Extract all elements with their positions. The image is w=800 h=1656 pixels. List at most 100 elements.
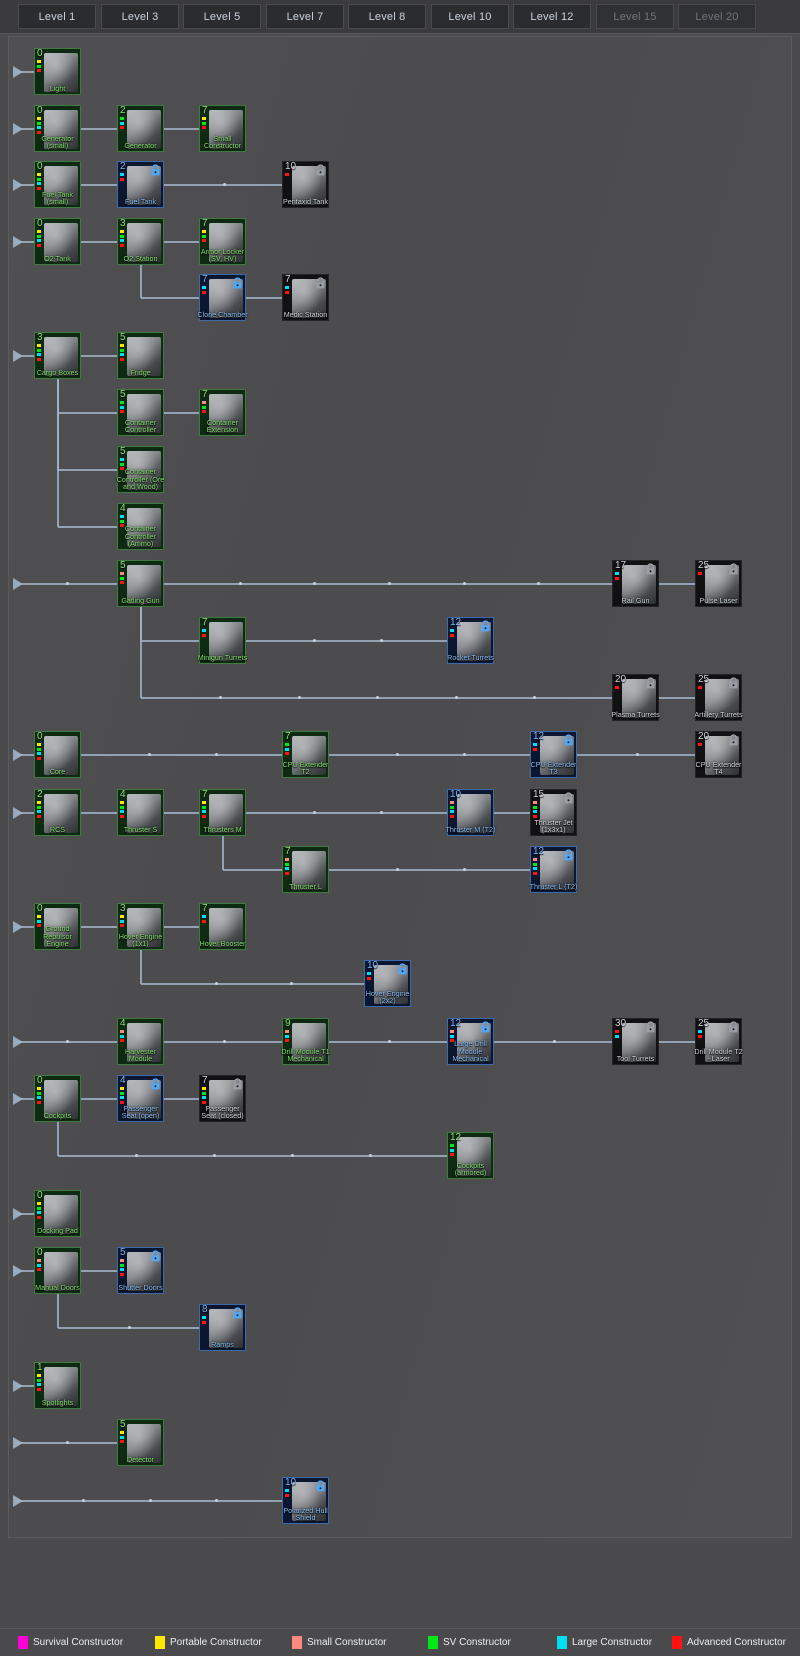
lock-icon (151, 1078, 160, 1090)
level-tab-level-12[interactable]: Level 12 (513, 4, 591, 29)
connector-node-dot (215, 1498, 219, 1502)
tech-node-icon (292, 851, 326, 890)
constructor-dots (533, 858, 537, 876)
legend-label: Large Constructor (572, 1637, 653, 1648)
unlock-cost: 4 (120, 1075, 126, 1086)
lock-icon (729, 677, 738, 689)
connector-line (81, 127, 117, 130)
connector-node-dot (128, 1325, 132, 1329)
level-tab-level-15[interactable]: Level 15 (596, 4, 674, 29)
level-tab-level-1[interactable]: Level 1 (18, 4, 96, 29)
connector-node-dot (223, 182, 226, 186)
connector-line (164, 1097, 199, 1100)
connector-line (57, 411, 117, 414)
tech-node-icon (44, 794, 78, 833)
connector-line (164, 411, 199, 414)
level-tab-level-20[interactable]: Level 20 (678, 4, 756, 29)
root-connector (15, 753, 34, 756)
tech-node-label: Generator (small) (41, 133, 74, 151)
lock-icon (233, 277, 242, 289)
unlock-cost: 0 (37, 105, 43, 116)
tech-node-label: Detector (126, 1455, 155, 1465)
level-tab-level-10[interactable]: Level 10 (431, 4, 509, 29)
constructor-dots (285, 858, 289, 876)
level-tab-level-7[interactable]: Level 7 (266, 4, 344, 29)
level-tab-level-5[interactable]: Level 5 (183, 4, 261, 29)
tech-node-icon (209, 794, 243, 833)
level-tab-level-3[interactable]: Level 3 (101, 4, 179, 29)
tech-node-label: Generator (124, 141, 157, 151)
tech-node-label: Container Controller (Ammo) (124, 524, 157, 549)
tech-node-icon (209, 223, 243, 262)
tech-node-label: Fridge (130, 368, 151, 378)
connector-line (164, 811, 199, 814)
root-arrow-icon (13, 1035, 23, 1048)
constructor-dots (37, 1202, 41, 1220)
root-connector (15, 1212, 34, 1215)
tech-node-icon (44, 1367, 78, 1406)
constructor-dots (450, 1144, 454, 1158)
level-tab-level-8[interactable]: Level 8 (348, 4, 426, 29)
legend-swatch-icon (292, 1636, 302, 1649)
constructor-dots (450, 629, 454, 638)
